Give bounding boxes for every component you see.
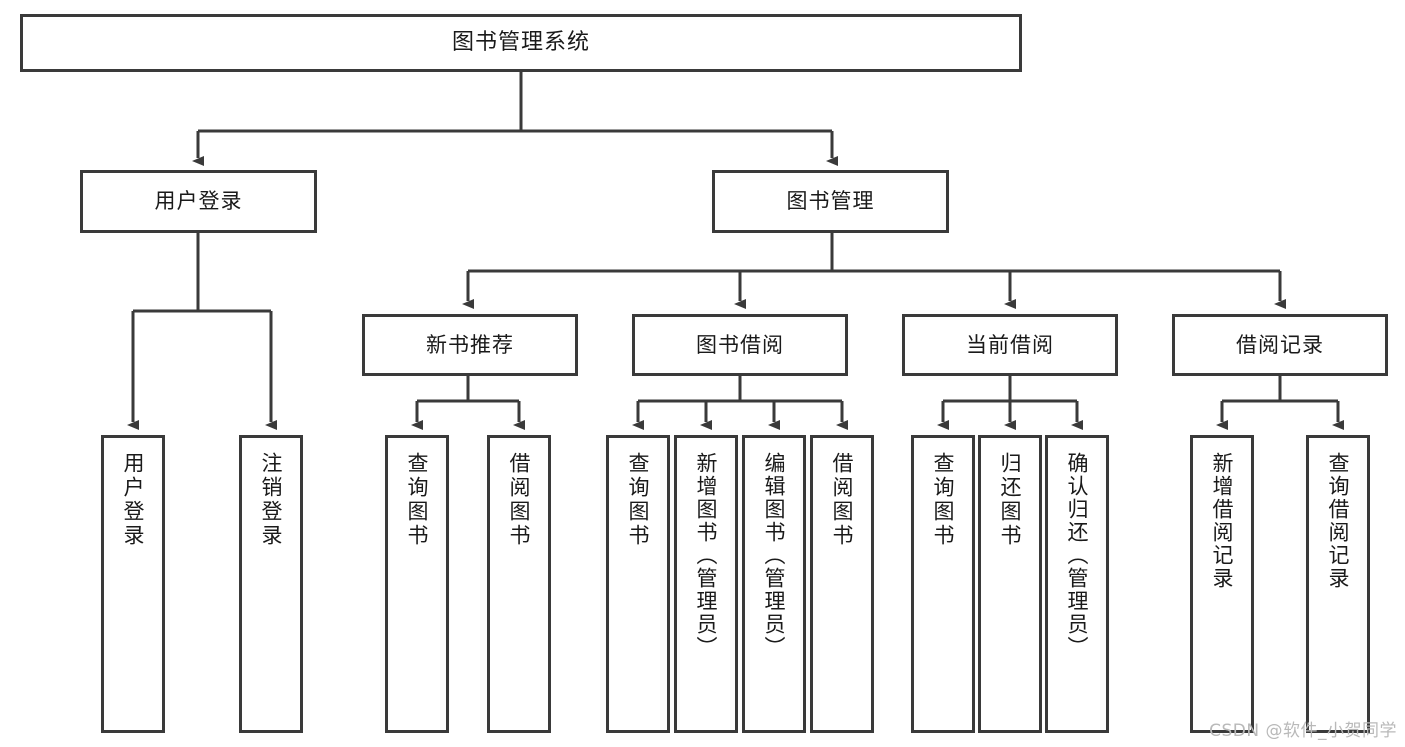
node-label: 新书推荐 xyxy=(426,332,514,357)
leaf-query-borrow-record[interactable]: 查询借阅记录 xyxy=(1306,435,1370,733)
leaf-query-book-borrow[interactable]: 查询图书 xyxy=(606,435,670,733)
leaf-query-book-current[interactable]: 查询图书 xyxy=(911,435,975,733)
leaf-confirm-return-admin[interactable]: 确认归还（管理员） xyxy=(1045,435,1109,733)
node-label: 当前借阅 xyxy=(966,332,1054,357)
node-label: 借阅图书 xyxy=(830,452,855,548)
node-root-system[interactable]: 图书管理系统 xyxy=(20,14,1022,72)
node-label: 新增借阅记录 xyxy=(1210,452,1235,590)
leaf-return-book[interactable]: 归还图书 xyxy=(978,435,1042,733)
node-label: 查询借阅记录 xyxy=(1326,452,1351,590)
watermark-text: CSDN @软件_小贺同学 xyxy=(1209,721,1397,741)
leaf-borrow-book-recommend[interactable]: 借阅图书 xyxy=(487,435,551,733)
node-label: 图书管理系统 xyxy=(451,30,590,56)
leaf-add-borrow-record[interactable]: 新增借阅记录 xyxy=(1190,435,1254,733)
node-label: 归还图书 xyxy=(998,452,1023,548)
node-book-borrow[interactable]: 图书借阅 xyxy=(632,314,848,376)
node-label: 查询图书 xyxy=(626,452,651,548)
node-label: 借阅图书 xyxy=(507,452,532,548)
node-label: 查询图书 xyxy=(405,452,430,548)
node-label: 编辑图书（管理员） xyxy=(762,452,787,659)
node-current-borrow[interactable]: 当前借阅 xyxy=(902,314,1118,376)
leaf-edit-book-admin[interactable]: 编辑图书（管理员） xyxy=(742,435,806,733)
node-label: 用户登录 xyxy=(154,189,243,214)
node-new-book-recommend[interactable]: 新书推荐 xyxy=(362,314,578,376)
node-label: 确认归还（管理员） xyxy=(1065,452,1090,659)
leaf-add-book-admin[interactable]: 新增图书（管理员） xyxy=(674,435,738,733)
node-label: 图书管理 xyxy=(786,189,875,214)
leaf-query-book-recommend[interactable]: 查询图书 xyxy=(385,435,449,733)
node-borrow-record[interactable]: 借阅记录 xyxy=(1172,314,1388,376)
node-label: 新增图书（管理员） xyxy=(694,452,719,659)
node-book-management[interactable]: 图书管理 xyxy=(712,170,949,233)
node-label: 注销登录 xyxy=(259,452,284,548)
leaf-borrow-book[interactable]: 借阅图书 xyxy=(810,435,874,733)
node-label: 借阅记录 xyxy=(1236,332,1324,357)
node-label: 图书借阅 xyxy=(696,332,784,357)
node-user-login[interactable]: 用户登录 xyxy=(80,170,317,233)
leaf-user-login[interactable]: 用户登录 xyxy=(101,435,165,733)
node-label: 用户登录 xyxy=(121,452,146,548)
leaf-logout[interactable]: 注销登录 xyxy=(239,435,303,733)
node-label: 查询图书 xyxy=(931,452,956,548)
